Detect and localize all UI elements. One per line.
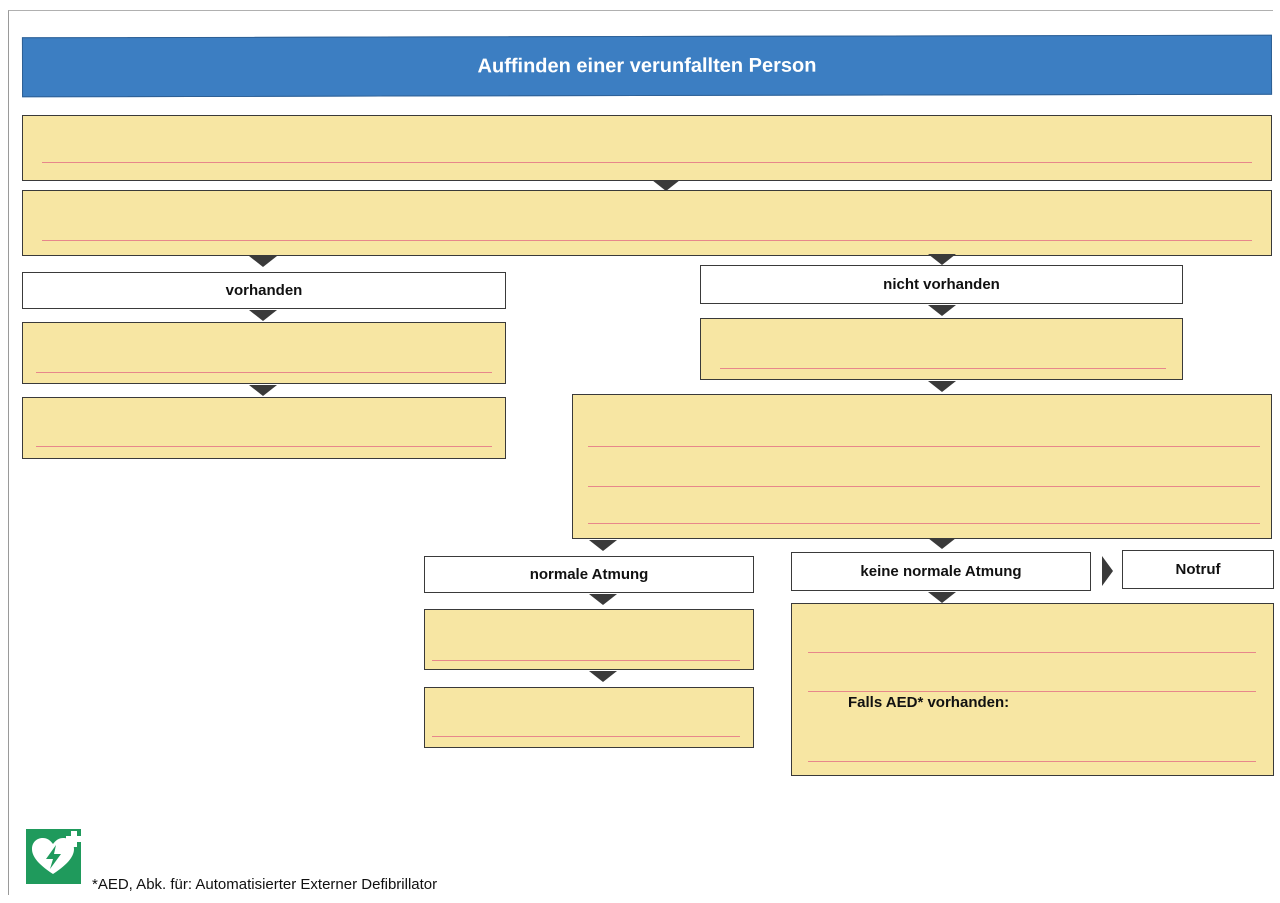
write-line (588, 523, 1260, 524)
label-keine-normale-atmung: keine normale Atmung (791, 552, 1091, 591)
input-box-normal-2[interactable] (424, 687, 754, 748)
page-frame (8, 10, 1273, 895)
footnote: *AED, Abk. für: Automatisierter Externer… (92, 876, 438, 893)
input-box-1[interactable] (22, 115, 1272, 181)
write-line (42, 240, 1252, 241)
write-line (588, 486, 1260, 487)
input-box-left-2[interactable] (22, 397, 506, 459)
arrow-down-icon (928, 538, 956, 549)
arrow-down-icon (249, 385, 277, 396)
arrow-down-icon (249, 256, 277, 267)
arrow-down-icon (589, 671, 617, 682)
input-box-right-large[interactable] (572, 394, 1272, 539)
input-box-right-1[interactable] (700, 318, 1183, 380)
diagram-title: Auffinden einer verunfallten Person (21, 34, 1273, 98)
label-nicht-vorhanden: nicht vorhanden (700, 265, 1183, 304)
arrow-down-icon (928, 381, 956, 392)
arrow-down-icon (589, 540, 617, 551)
write-line (808, 691, 1256, 692)
arrow-down-icon (249, 310, 277, 321)
write-line (432, 660, 740, 661)
write-line (36, 446, 492, 447)
arrow-down-icon (928, 305, 956, 316)
write-line (808, 652, 1256, 653)
write-line (432, 736, 740, 737)
input-box-left-1[interactable] (22, 322, 506, 384)
input-box-2[interactable] (22, 190, 1272, 256)
arrow-right-icon (1102, 556, 1113, 586)
aed-note: Falls AED* vorhanden: (848, 694, 1010, 711)
write-line (588, 446, 1260, 447)
arrow-down-icon (928, 254, 956, 265)
arrow-down-icon (589, 594, 617, 605)
label-notruf: Notruf (1122, 550, 1274, 589)
input-box-normal-1[interactable] (424, 609, 754, 670)
arrow-down-icon (928, 592, 956, 603)
label-normale-atmung: normale Atmung (424, 556, 754, 593)
aed-heart-icon (26, 829, 82, 884)
input-box-no-breathing[interactable] (791, 603, 1274, 776)
write-line (808, 761, 1256, 762)
write-line (720, 368, 1166, 369)
label-vorhanden: vorhanden (22, 272, 506, 309)
write-line (42, 162, 1252, 163)
arrow-down-icon (652, 180, 680, 191)
write-line (36, 372, 492, 373)
